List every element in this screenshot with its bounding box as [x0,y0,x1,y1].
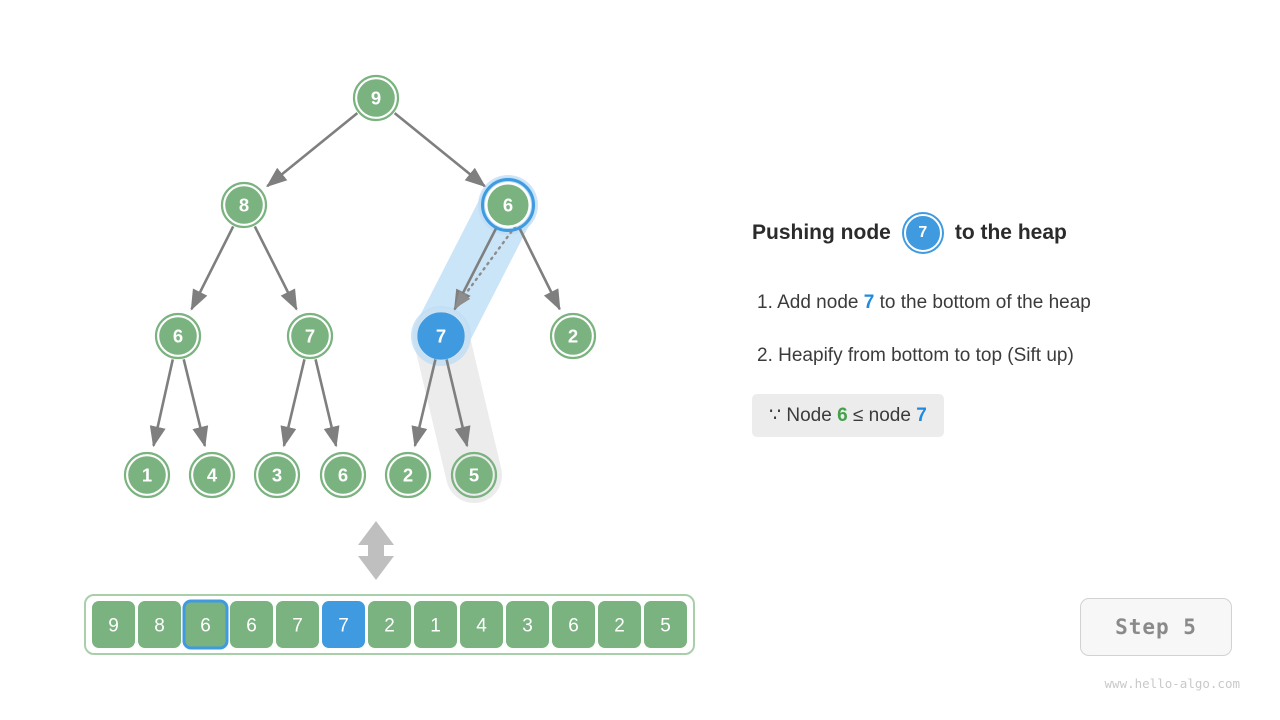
watermark: www.hello-algo.com [1104,676,1240,691]
tree-node-label: 9 [371,88,381,109]
tree-node-7-4[interactable]: 7 [286,312,334,360]
instruction-step-2: 2. Heapify from bottom to top (Sift up) [757,345,1074,367]
tree-edge [190,225,235,311]
tree-edge [314,359,340,448]
tree-node-label: 6 [503,195,513,216]
array-cell-0[interactable]: 9 [92,601,135,648]
step-2-text: Heapify from bottom to top (Sift up) [778,345,1074,366]
array-cell-5[interactable]: 7 [322,601,365,648]
step-1-number: 1. [757,292,773,313]
tree-edge [280,359,306,448]
tree-node-5-12[interactable]: 5 [450,451,498,499]
array-cell-value: 5 [660,616,671,637]
array-cell-value: 4 [476,616,487,637]
step-1-pre: Add node [777,292,859,313]
tree-node-label: 8 [239,195,249,216]
tree-edge [445,359,471,448]
array-cell-12[interactable]: 5 [644,601,687,648]
array-cell-value: 1 [430,616,441,637]
step-badge: Step 5 [1080,598,1232,656]
tree-node-1-7[interactable]: 1 [123,451,171,499]
tree-node-label: 6 [173,326,183,347]
tree-node-9-0[interactable]: 9 [352,74,400,122]
tree-node-2-11[interactable]: 2 [384,451,432,499]
tree-nodes: 9 8 6 6 7 7 2 1 4 3 6 2 5 [123,74,597,499]
array-cell-value: 6 [568,616,579,637]
note-left-value: 6 [837,405,848,426]
tree-edge [266,112,359,188]
tree-node-label: 1 [142,465,152,486]
tree-node-6-2[interactable]: 6 [481,178,535,232]
array-cell-value: 3 [522,616,533,637]
array-cell-value: 7 [292,616,303,637]
array-cell-value: 9 [108,616,119,637]
double-arrow-icon [358,521,394,580]
because-symbol: ∵ [769,405,782,426]
instruction-step-1: 1. Add node 7 to the bottom of the heap [757,292,1091,314]
array-cell-8[interactable]: 4 [460,601,503,648]
array-cell-4[interactable]: 7 [276,601,319,648]
sift-up-arrow [454,225,517,309]
step-1-value: 7 [863,292,875,313]
array-cell-10[interactable]: 6 [552,601,595,648]
step-2-number: 2. [757,345,773,366]
array-cell-2[interactable]: 6 [182,599,229,650]
array-cell-value: 2 [384,616,395,637]
array-cell-11[interactable]: 2 [598,601,641,648]
tree-edge [253,225,298,311]
tree-edge [517,225,561,311]
tree-node-7-5[interactable]: 7 [417,312,465,360]
tree-node-8-1[interactable]: 8 [220,181,268,229]
tree-node-label: 7 [305,326,315,347]
array-cell-9[interactable]: 3 [506,601,549,648]
binary-tree-and-array-diagram: 9 8 6 6 7 7 2 1 4 3 6 2 5 9 8 6 6 7 7 2 1 4 3 6 2 5 [84,74,695,655]
tree-edge [182,359,209,448]
tree-node-label: 5 [469,465,479,486]
array-cell-1[interactable]: 8 [138,601,181,648]
title-node-chip: 7 [903,214,942,252]
comparison-note: ∵ Node 6 ≤ node 7 [752,394,944,437]
tree-node-6-3[interactable]: 6 [154,312,202,360]
note-pre: Node [786,405,832,426]
title-prefix: Pushing node [752,221,891,244]
tree-edge [393,112,486,188]
array-cell-value: 6 [200,616,211,637]
page-title: Pushing node 7 to the heap [752,214,1067,252]
title-suffix: to the heap [954,221,1067,244]
array-cell-value: 8 [154,616,165,637]
array-cell-value: 6 [246,616,257,637]
tree-node-label: 3 [272,465,282,486]
array-representation: 9 8 6 6 7 7 2 1 4 3 6 2 5 [84,594,695,655]
step-1-post: to the bottom of the heap [879,292,1091,313]
tree-node-label: 7 [436,326,446,347]
array-container [84,594,695,655]
tree-edge [149,359,175,448]
tree-node-2-6[interactable]: 2 [549,312,597,360]
note-right-value: 7 [916,405,927,426]
explanation-panel: Pushing node 7 to the heap 1. Add node 7… [752,0,1280,720]
array-cell-value: 2 [614,616,625,637]
array-cell-value: 7 [338,616,349,637]
tree-node-6-10[interactable]: 6 [319,451,367,499]
tree-node-label: 6 [338,465,348,486]
note-operator: ≤ [852,405,864,426]
note-mid: node [868,405,911,426]
array-cell-3[interactable]: 6 [230,601,273,648]
tree-node-label: 2 [568,326,578,347]
sift-up-dotted-arrow [454,225,517,309]
tree-node-label: 4 [207,465,218,486]
array-cell-7[interactable]: 1 [414,601,457,648]
tree-node-3-9[interactable]: 3 [253,451,301,499]
array-cell-6[interactable]: 2 [368,601,411,648]
tree-node-label: 2 [403,465,413,486]
tree-node-4-8[interactable]: 4 [188,451,236,499]
tree-edge [411,359,437,448]
